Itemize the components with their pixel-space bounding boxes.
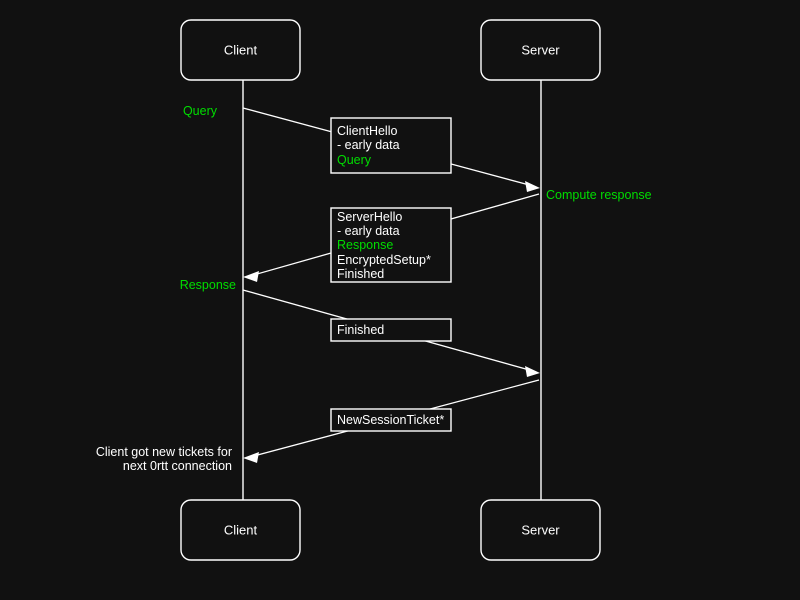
actor-server-top[interactable]: Server bbox=[480, 19, 601, 81]
actor-box-server-top[interactable] bbox=[480, 19, 601, 81]
message-box-client-hello[interactable]: ClientHello - early data Query bbox=[330, 117, 452, 174]
message-box-rect-server-hello[interactable] bbox=[330, 207, 452, 283]
note-new-tickets-line-2: next 0rtt connection bbox=[123, 459, 232, 473]
side-notes: Query Compute response Response Client g… bbox=[96, 104, 652, 473]
message-line-server-hello-4: Finished bbox=[337, 267, 384, 281]
note-query: Query bbox=[183, 104, 218, 118]
note-compute-response: Compute response bbox=[546, 188, 652, 202]
arrow-head-server-hello bbox=[243, 271, 259, 282]
message-box-rect-new-session-ticket[interactable] bbox=[330, 408, 452, 432]
arrow-head-client-hello bbox=[525, 181, 540, 192]
actor-box-server-bottom[interactable] bbox=[480, 499, 601, 561]
message-box-rect-finished[interactable] bbox=[330, 318, 452, 342]
actor-label-client-top: Client bbox=[224, 42, 258, 57]
note-new-tickets-line-1: Client got new tickets for bbox=[96, 445, 232, 459]
actor-client-top[interactable]: Client bbox=[180, 19, 301, 81]
message-line-server-hello-0: ServerHello bbox=[337, 210, 402, 224]
note-response: Response bbox=[180, 278, 236, 292]
message-line-client-hello-1: - early data bbox=[337, 138, 400, 152]
message-line-finished-0: Finished bbox=[337, 323, 384, 337]
actor-client-bottom[interactable]: Client bbox=[180, 499, 301, 561]
message-box-server-hello[interactable]: ServerHello - early data Response Encryp… bbox=[330, 207, 452, 283]
message-line-client-hello-0: ClientHello bbox=[337, 124, 397, 138]
message-line-server-hello-3: EncryptedSetup* bbox=[337, 253, 431, 267]
message-line-server-hello-2: Response bbox=[337, 238, 393, 252]
actor-label-client-bottom: Client bbox=[224, 522, 258, 537]
message-box-rect-client-hello[interactable] bbox=[330, 117, 452, 174]
actor-box-client-bottom[interactable] bbox=[180, 499, 301, 561]
message-line-client-hello-2: Query bbox=[337, 153, 372, 167]
arrow-head-new-session-ticket bbox=[243, 452, 259, 463]
actor-box-client-top[interactable] bbox=[180, 19, 301, 81]
arrow-head-finished bbox=[525, 366, 540, 377]
message-line-new-session-ticket-0: NewSessionTicket* bbox=[337, 413, 444, 427]
message-box-finished[interactable]: Finished bbox=[330, 318, 452, 342]
actor-label-server-top: Server bbox=[521, 42, 560, 57]
actor-server-bottom[interactable]: Server bbox=[480, 499, 601, 561]
message-line-server-hello-1: - early data bbox=[337, 224, 400, 238]
actor-label-server-bottom: Server bbox=[521, 522, 560, 537]
message-box-new-session-ticket[interactable]: NewSessionTicket* bbox=[330, 408, 452, 432]
